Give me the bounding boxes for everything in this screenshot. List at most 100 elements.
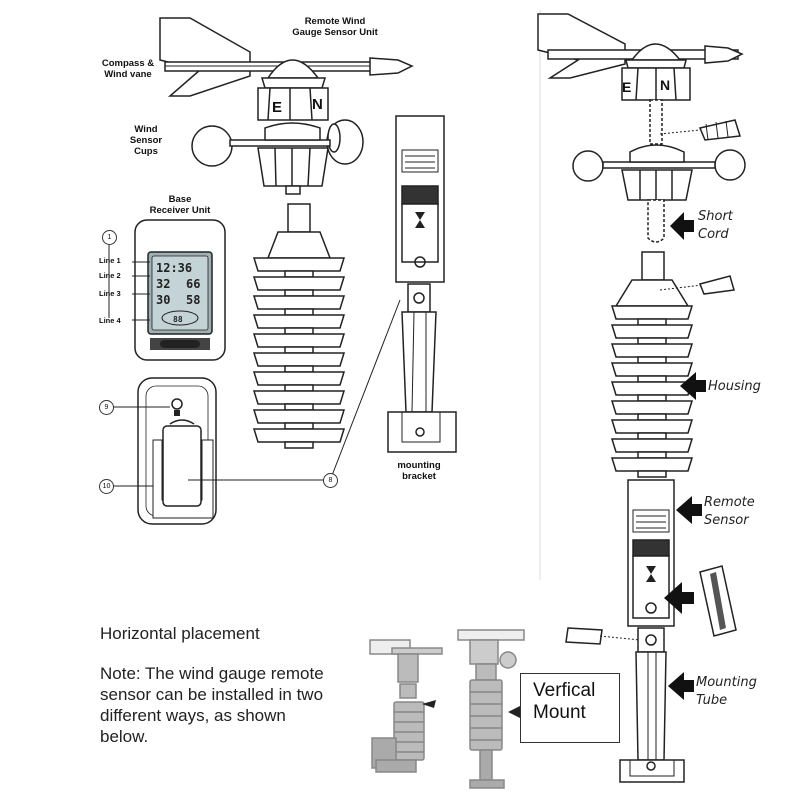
label-compass-line1: Compass & bbox=[101, 58, 155, 69]
batteries bbox=[699, 565, 737, 637]
receiver-line-leaders bbox=[108, 245, 150, 321]
lcd-row-1: 12:36 bbox=[156, 261, 192, 275]
lcd-row-3: 30 bbox=[156, 293, 170, 307]
photo-horizontal-mount bbox=[369, 639, 443, 773]
housing-louvers-left bbox=[252, 257, 346, 449]
wind-cups-right bbox=[572, 144, 746, 243]
left-louver-core bbox=[284, 384, 314, 392]
receiver-back bbox=[112, 377, 324, 525]
label-cups-line2: Sensor bbox=[129, 135, 163, 146]
left-louver bbox=[252, 409, 346, 424]
left-louver bbox=[252, 371, 346, 386]
left-louver bbox=[252, 295, 346, 310]
photo-vertical-mount bbox=[457, 629, 525, 789]
note-line-3: different ways, as shown bbox=[100, 706, 286, 725]
left-louver bbox=[252, 257, 346, 272]
label-compass: Compass & Wind vane bbox=[96, 58, 160, 80]
screw-top-right bbox=[659, 119, 741, 141]
base-receiver-unit bbox=[134, 219, 226, 361]
right-louver bbox=[610, 400, 694, 415]
right-louver bbox=[610, 419, 694, 434]
note-line-1: Note: The wind gauge remote bbox=[100, 664, 324, 683]
screw-lower-right bbox=[565, 627, 641, 645]
left-louver-core bbox=[284, 308, 314, 316]
lcd-row-2b: 66 bbox=[186, 277, 200, 291]
left-louver-core bbox=[284, 346, 314, 354]
right-louver-core bbox=[637, 356, 667, 364]
label-mounting-tube-line2: Tube bbox=[696, 693, 728, 708]
left-louver-core bbox=[284, 327, 314, 335]
right-louver bbox=[610, 305, 694, 320]
callout-line-8 bbox=[330, 299, 401, 479]
note-line-2: sensor can be installed in two bbox=[100, 685, 324, 704]
left-louver bbox=[252, 390, 346, 405]
label-cups-line3: Cups bbox=[134, 146, 158, 157]
arrow-mounting-tube bbox=[668, 672, 694, 700]
vane-letter-n-right: N bbox=[660, 77, 670, 93]
lcd-row-4: 88 bbox=[173, 315, 183, 324]
label-housing: Housing bbox=[708, 379, 761, 394]
line-label-1: Line 1 bbox=[99, 256, 121, 265]
label-base: Base Receiver Unit bbox=[138, 194, 222, 216]
label-base-line1: Base bbox=[168, 194, 192, 205]
left-louver-core bbox=[284, 365, 314, 373]
right-louver-core bbox=[637, 337, 667, 345]
mounting-tube-right bbox=[619, 627, 685, 783]
label-mounting-bracket: mounting bracket bbox=[380, 460, 458, 482]
left-louver bbox=[252, 428, 346, 443]
label-short-cord-line2: Cord bbox=[698, 227, 729, 242]
arrow-vertical-photo bbox=[508, 706, 520, 718]
callout-1: 1 bbox=[102, 230, 117, 245]
label-cups: Wind Sensor Cups bbox=[124, 124, 168, 157]
wind-vane-right bbox=[537, 13, 744, 145]
note-line-4: below. bbox=[100, 727, 149, 746]
line-label-2: Line 2 bbox=[99, 271, 121, 280]
right-louver-core bbox=[637, 470, 667, 478]
wind-vane-left bbox=[159, 17, 414, 121]
callout-10: 10 bbox=[99, 479, 114, 494]
label-remote-unit-line1: Remote Wind bbox=[304, 16, 366, 27]
arrow-housing bbox=[680, 372, 706, 400]
vane-letter-e-right: E bbox=[622, 79, 631, 95]
label-remote-sensor-line2: Sensor bbox=[704, 513, 749, 528]
label-cups-line1: Wind bbox=[134, 124, 158, 135]
line-label-4: Line 4 bbox=[99, 316, 121, 325]
arrow-battery bbox=[664, 582, 694, 614]
vane-letter-n: N bbox=[312, 96, 323, 113]
left-louver-core bbox=[284, 289, 314, 297]
callout-9: 9 bbox=[99, 400, 114, 415]
lcd-row-2: 32 bbox=[156, 277, 170, 291]
right-louver-core bbox=[637, 451, 667, 459]
horizontal-placement: Horizontal placement bbox=[100, 624, 260, 643]
remote-sensor-right bbox=[627, 479, 675, 627]
label-short-cord-line1: Short bbox=[698, 209, 733, 224]
vertical-mount-box: Verfical Mount bbox=[520, 673, 620, 743]
left-louver bbox=[252, 314, 346, 329]
right-louver-core bbox=[637, 432, 667, 440]
arrow-remote-sensor bbox=[676, 496, 702, 524]
note-text: Note: The wind gauge remote sensor can b… bbox=[100, 663, 370, 747]
right-louver-core bbox=[637, 375, 667, 383]
right-louver bbox=[610, 324, 694, 339]
receiver-lcd: 12:36 32 66 30 58 88 bbox=[156, 261, 200, 326]
label-remote-unit-line2: Gauge Sensor Unit bbox=[292, 27, 378, 38]
label-compass-line2: Wind vane bbox=[104, 69, 152, 80]
left-louver-core bbox=[284, 441, 314, 449]
right-louver bbox=[610, 343, 694, 358]
vertical-mount-line1: Verfical bbox=[533, 680, 596, 701]
label-mounting-line1: mounting bbox=[397, 460, 441, 471]
wind-cups-left bbox=[191, 119, 364, 195]
right-louver bbox=[610, 457, 694, 472]
remote-sensor-left bbox=[387, 115, 457, 453]
vertical-mount-line2: Mount bbox=[533, 702, 586, 723]
left-louver bbox=[252, 333, 346, 348]
housing-louvers-right bbox=[610, 305, 694, 478]
label-mounting-tube: Mounting Tube bbox=[696, 674, 757, 710]
arrow-horizontal-photo bbox=[422, 700, 436, 708]
line-label-3: Line 3 bbox=[99, 289, 121, 298]
left-louver-core bbox=[284, 403, 314, 411]
right-louver-core bbox=[637, 413, 667, 421]
right-louver-core bbox=[637, 318, 667, 326]
label-mounting-line2: bracket bbox=[402, 471, 436, 482]
